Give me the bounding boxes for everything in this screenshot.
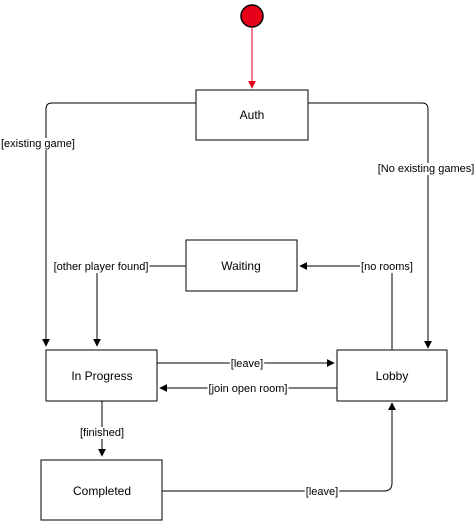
label-completed-leave-bg [304, 486, 340, 498]
state-auth-label: Auth [240, 108, 265, 122]
label-join-open-room-bg [207, 383, 289, 395]
label-existing-game-bg [0, 138, 76, 150]
label-join-open-room-text: [join open room] [209, 383, 288, 395]
state-auth: Auth [195, 89, 309, 141]
label-join-open-room: [join open room] [207, 383, 289, 395]
state-completed-label: Completed [73, 484, 131, 498]
state-lobby-label: Lobby [376, 369, 409, 383]
state-in-progress-label: In Progress [71, 369, 132, 383]
label-leave-to-lobby: [leave] [229, 358, 265, 370]
label-leave-to-lobby-text: [leave] [231, 358, 263, 370]
state-lobby: Lobby [336, 349, 448, 402]
label-other-player-found-bg [52, 261, 150, 273]
state-completed-box [40, 459, 163, 521]
label-other-player-found-text: [other player found] [54, 261, 149, 273]
label-no-rooms-text: [no rooms] [361, 261, 413, 273]
state-completed: Completed [40, 459, 163, 521]
label-no-existing-games-bg [376, 163, 476, 175]
edge-lobby-to-waiting [299, 262, 393, 350]
label-finished-bg [78, 427, 126, 439]
label-completed-leave: [leave] [304, 486, 340, 498]
state-in-progress-box [45, 349, 158, 402]
edge-completed-to-lobby [162, 402, 396, 492]
label-finished: [finished] [78, 427, 126, 439]
state-auth-box [195, 89, 309, 141]
label-no-existing-games-text: [No existing games] [378, 163, 475, 175]
state-lobby-box [336, 349, 448, 402]
edge-waiting-to-in-progress [93, 265, 186, 347]
initial-state-node [240, 4, 264, 28]
label-leave-to-lobby-bg [229, 358, 265, 370]
edge-auth-to-lobby [308, 102, 432, 349]
label-finished-text: [finished] [80, 427, 124, 439]
state-in-progress: In Progress [45, 349, 158, 402]
label-existing-game: [existing game] [0, 138, 76, 150]
label-existing-game-text: [existing game] [1, 138, 75, 150]
label-no-rooms-bg [360, 261, 414, 273]
label-completed-leave-text: [leave] [306, 486, 338, 498]
state-waiting: Waiting [185, 239, 298, 292]
label-no-rooms: [no rooms] [360, 261, 414, 273]
label-no-existing-games: [No existing games] [376, 163, 476, 175]
state-waiting-box [185, 239, 298, 292]
state-waiting-label: Waiting [221, 259, 261, 273]
edge-auth-to-in-progress [42, 102, 196, 347]
label-other-player-found: [other player found] [52, 261, 150, 273]
